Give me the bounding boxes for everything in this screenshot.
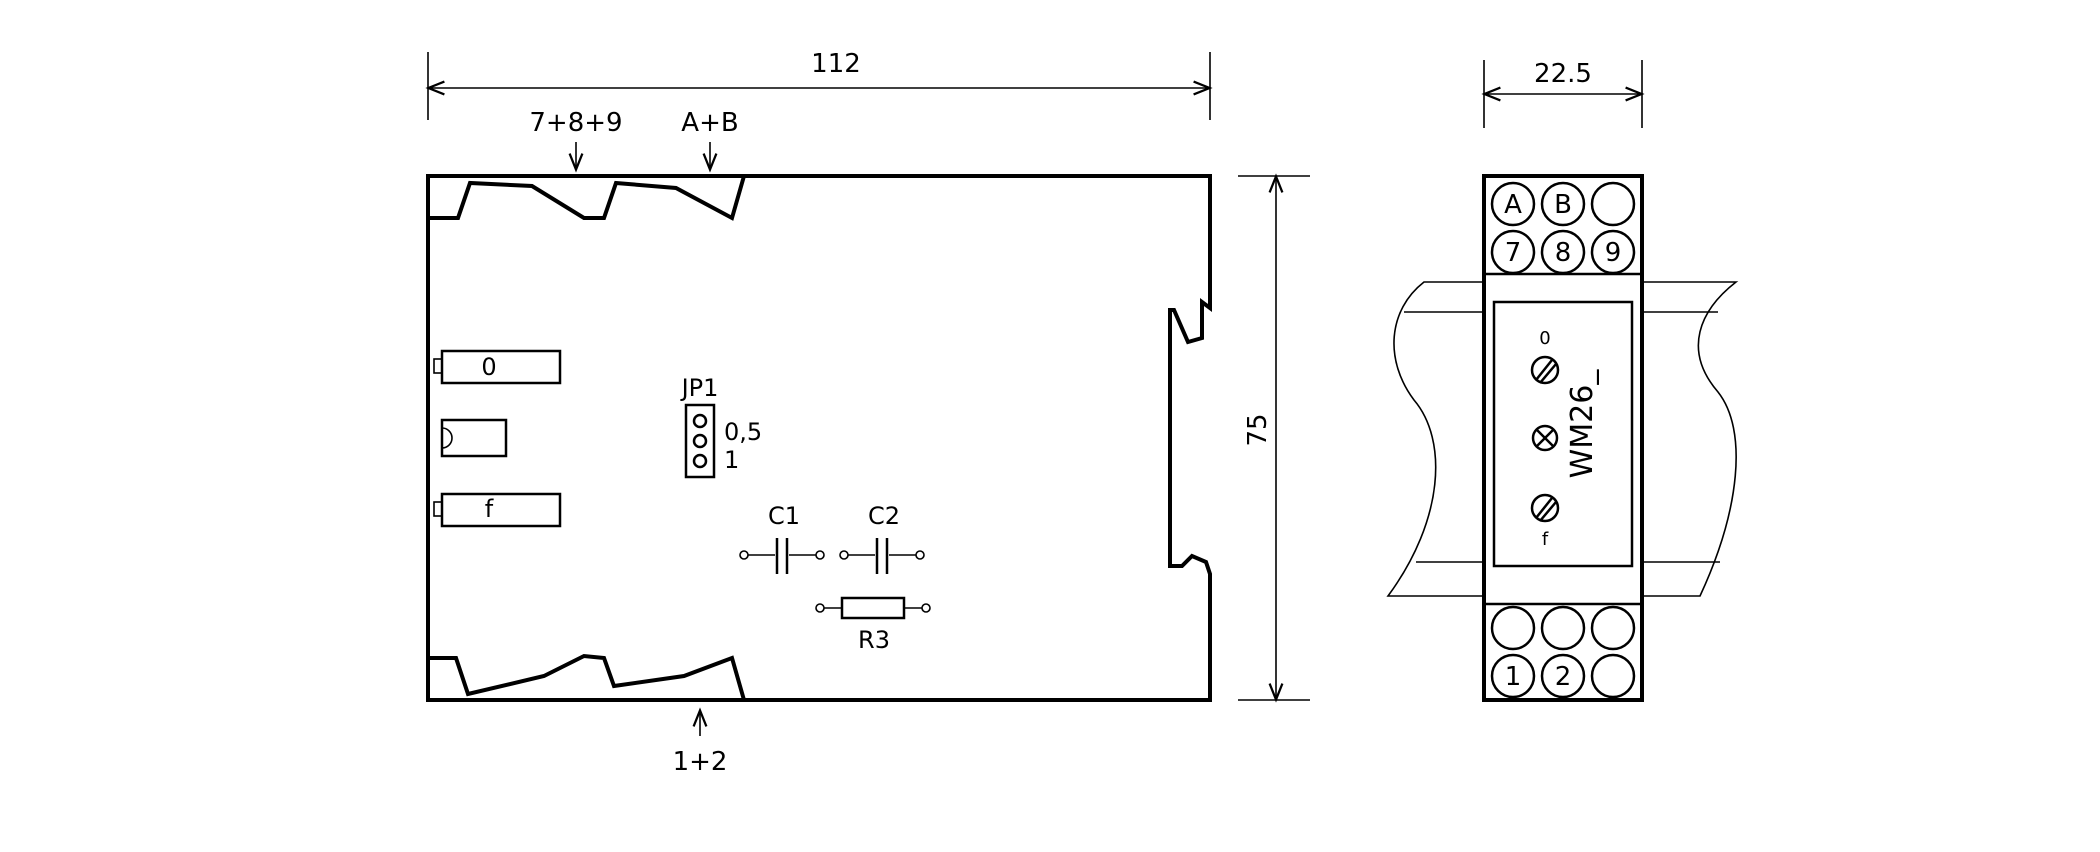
dimension-width-label: 112 [811,49,861,79]
c2-label: C2 [868,502,900,530]
callout-bottom-label: 1+2 [673,747,728,777]
span-screw-icon [1530,493,1560,523]
zero-screw-icon [1530,355,1560,385]
front-view: 112 7+8+9 A+B 0 [425,49,1310,777]
callout-terminals-a-b: A+B [681,108,739,173]
dimension-height: 75 [1238,173,1310,703]
front-panel: 0 f WM26_ [1492,300,1634,568]
terminal-block-bottom: 1 2 [1490,605,1636,699]
callout-terminals-7-8-9: 7+8+9 [529,108,623,173]
jumper-jp1: JP1 0,5 1 [680,374,762,479]
side-housing [1482,174,1644,702]
housing-outline [426,174,1212,702]
dimension-side-width: 22.5 [1481,59,1645,128]
span-pot-label: f [485,495,494,523]
terminal-b [1540,181,1586,227]
terminal-7 [1490,229,1536,275]
callout-terminals-1-2: 1+2 [673,707,728,777]
callout-top-right-label: A+B [681,108,738,138]
terminal-bottom-blank-1 [1490,605,1536,651]
jumper-name: JP1 [680,374,719,402]
zero-pot-label: 0 [481,353,496,381]
terminal-a-label: A [1504,190,1522,220]
callout-top-left-label: 7+8+9 [529,108,622,138]
capacitor-c1: C1 [739,502,825,574]
zero-potentiometer: 0 [433,349,562,385]
dimension-width: 112 [425,49,1213,120]
terminal-8-label: 8 [1555,238,1572,268]
terminal-9-label: 9 [1605,238,1622,268]
model-label: WM26_ [1565,369,1600,479]
led-cross-icon [1531,424,1559,452]
terminal-7-label: 7 [1505,238,1522,268]
jumper-option-a: 0,5 [724,418,762,446]
c1-label: C1 [768,502,800,530]
terminal-bottom-blank-4 [1590,653,1636,699]
terminal-bottom-blank-3 [1590,605,1636,651]
terminal-1-label: 1 [1505,662,1522,692]
dimension-side-width-label: 22.5 [1534,59,1592,89]
terminal-b-label: B [1554,190,1572,220]
terminal-8 [1540,229,1586,275]
r3-label: R3 [858,626,890,654]
dimension-height-label: 75 [1243,413,1273,446]
terminal-bottom-blank-2 [1540,605,1586,651]
span-potentiometer: f [433,492,562,528]
capacitor-c2: C2 [839,502,925,574]
side-span-label: f [1542,529,1549,550]
terminal-a [1490,181,1536,227]
side-zero-label: 0 [1539,328,1550,349]
din-rail [1386,281,1739,597]
led-indicator [440,418,508,458]
side-view: 22.5 A B 7 8 9 [1386,59,1739,702]
terminal-2 [1540,653,1586,699]
jumper-option-b: 1 [724,446,739,474]
resistor-r3: R3 [815,596,931,654]
terminal-2-label: 2 [1555,662,1572,692]
terminal-1 [1490,653,1536,699]
terminal-9 [1590,229,1636,275]
terminal-block-top: A B 7 8 9 [1490,181,1636,275]
terminal-unlabeled-top [1590,181,1636,227]
